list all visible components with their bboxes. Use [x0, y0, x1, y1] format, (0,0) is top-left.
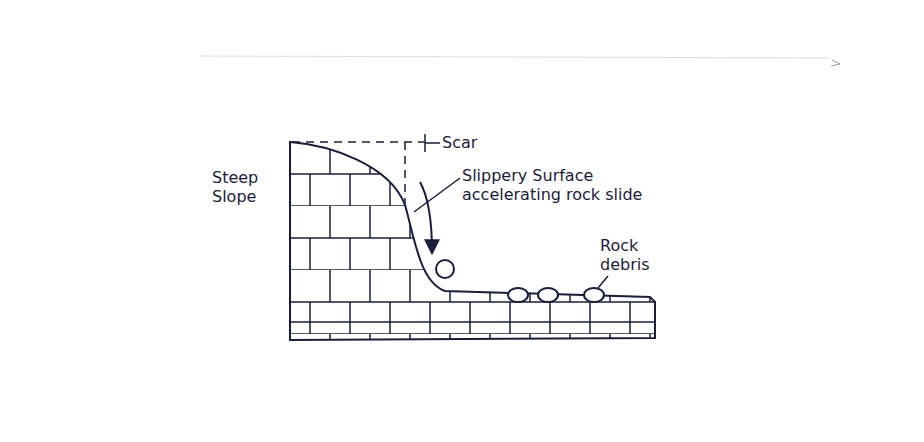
slide-arrow [420, 182, 432, 252]
page-rule [200, 56, 830, 58]
rock-debris [508, 288, 528, 302]
bedrock-line [290, 321, 655, 323]
label-text: Slippery Surface accelerating rock slide [462, 166, 662, 204]
falling-rock [436, 260, 454, 278]
rock-debris [538, 288, 558, 302]
label-text: Rock debris [600, 236, 670, 274]
leader-line [414, 178, 460, 212]
rock-debris [584, 288, 604, 302]
corner-mark [831, 60, 840, 66]
label-text: Steep Slope [212, 168, 290, 206]
scar-line [404, 142, 406, 205]
leader-line [425, 142, 440, 144]
label-text: Scar [442, 133, 502, 152]
leader-line [598, 276, 608, 288]
